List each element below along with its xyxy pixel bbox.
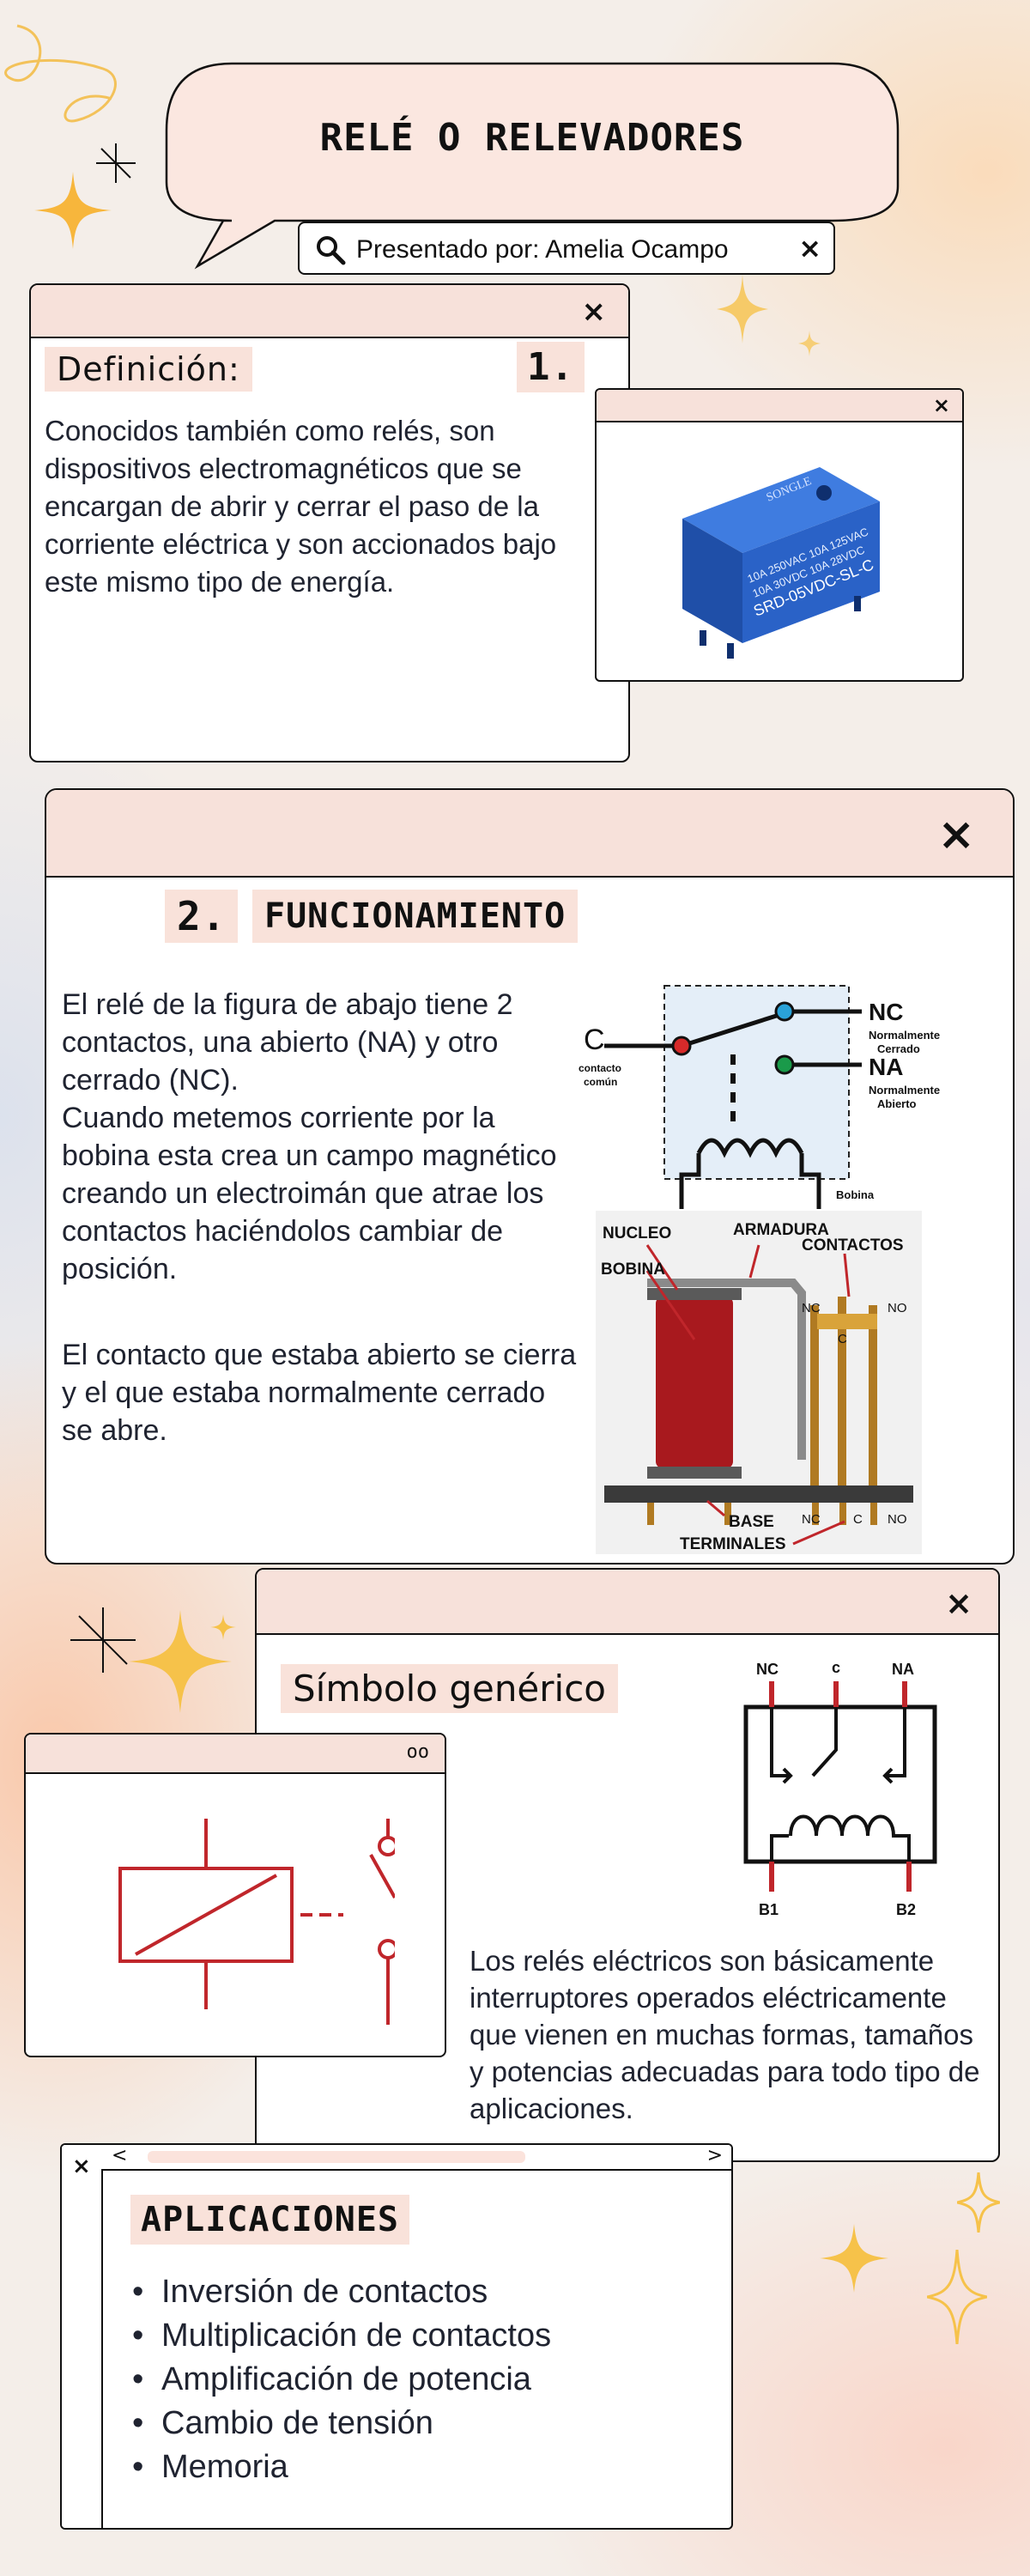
relay-anatomy-illustration: NUCLEO ARMADURA CONTACTOS BOBINA NC NO C… [596, 1211, 922, 1554]
sparkle-icon [957, 2172, 1000, 2233]
diagram-na-sub1: Normalmente [869, 1084, 940, 1097]
symbol-nc-label: NC [756, 1661, 779, 1678]
nav-address-field[interactable] [148, 2151, 525, 2163]
aplicaciones-sidebar [62, 2145, 103, 2528]
anatomy-no-bottom: NO [888, 1512, 907, 1527]
relay-symbol-mini-window: oo [24, 1733, 446, 2057]
symbol-b2-label: B2 [896, 1901, 916, 1918]
relay-electrical-symbol [118, 1819, 395, 2025]
funcionamiento-close-button[interactable]: × [937, 809, 975, 860]
symbol-na-label: NA [892, 1661, 914, 1678]
funcionamiento-window: × 2. FUNCIONAMIENTO El relé de la figura… [45, 788, 1015, 1564]
diagram-c-sub1: contacto [579, 1062, 621, 1074]
sparkle-icon [927, 2250, 987, 2344]
anatomy-no: NO [888, 1301, 907, 1315]
title-bubble [165, 62, 900, 270]
aplicaciones-heading: APLICACIONES [130, 2195, 409, 2245]
list-item: Multiplicación de contactos [130, 2314, 551, 2358]
relay-image-window: × SONGLE 10A 250VAC 10A 125VAC 10A 30VDC… [595, 388, 964, 682]
list-item: Cambio de tensión [130, 2402, 551, 2445]
star-icon [70, 1607, 136, 1673]
sparkle-icon [798, 331, 821, 356]
definition-close-button[interactable]: × [581, 295, 607, 329]
simbolo-heading: Símbolo genérico [281, 1664, 618, 1713]
diagram-nc-label: NC [869, 999, 903, 1025]
search-icon [317, 236, 346, 265]
search-clear-button[interactable]: × [798, 232, 821, 264]
nav-forward-button[interactable]: > [706, 2145, 723, 2166]
funcionamiento-paragraph-1: El relé de la figura de abajo tiene 2 co… [62, 988, 513, 1097]
diagram-na-label: NA [869, 1054, 903, 1080]
presenter-text: Presentado por: Amelia Ocampo [356, 235, 729, 264]
presenter-search-bar[interactable]: Presentado por: Amelia Ocampo × [298, 222, 835, 275]
anatomy-nc: NC [802, 1301, 821, 1315]
relay-photo: SONGLE 10A 250VAC 10A 125VAC 10A 30VDC 1… [682, 467, 880, 659]
definition-titlebar [31, 285, 628, 338]
diagram-bobina-small: Bobina [836, 1188, 875, 1201]
funcionamiento-paragraph-2: Cuando metemos corriente por la bobina e… [62, 1102, 557, 1285]
relay-image-titlebar [597, 390, 962, 422]
nav-back-button[interactable]: < [112, 2145, 128, 2166]
mini-window-titlebar [26, 1735, 445, 1774]
definition-heading: Definición: [45, 347, 252, 392]
sparkle-icon [820, 2224, 888, 2293]
anatomy-base: BASE [729, 1513, 774, 1531]
symbol-c-label: c [832, 1659, 840, 1676]
sparkle-icon [717, 275, 768, 343]
sparkle-icon [210, 1614, 236, 1640]
list-item: Memoria [130, 2445, 551, 2489]
list-item: Inversión de contactos [130, 2270, 551, 2314]
page-title: RELÉ O RELEVADORES [319, 116, 745, 160]
anatomy-armadura: ARMADURA [733, 1221, 829, 1239]
relay-generic-symbol-diagram: NC c NA B1 B2 [743, 1659, 937, 1918]
aplicaciones-list: Inversión de contactos Multiplicación de… [130, 2270, 551, 2489]
anatomy-nc-bottom: NC [802, 1512, 821, 1527]
decorative-swirl [4, 24, 117, 123]
definition-text: Conocidos también como relés, son dispos… [45, 415, 557, 598]
star-icon [96, 143, 136, 183]
funcionamiento-number: 2. [165, 890, 239, 943]
sparkle-icon [129, 1610, 232, 1713]
sparkle-icon [34, 172, 112, 249]
funcionamiento-titlebar [46, 790, 1013, 878]
anatomy-contactos: CONTACTOS [802, 1236, 904, 1255]
list-item: Amplificación de potencia [130, 2358, 551, 2402]
anatomy-bobina: BOBINA [601, 1261, 665, 1279]
funcionamiento-heading: FUNCIONAMIENTO [252, 890, 579, 943]
anatomy-nucleo: NUCLEO [603, 1224, 671, 1242]
anatomy-terminales: TERMINALES [680, 1535, 786, 1553]
diagram-nc-sub2: Cerrado [877, 1042, 920, 1055]
diagram-c-label: C [584, 1024, 605, 1056]
definition-window: × Definición: 1. Conocidos también como … [29, 283, 630, 762]
simbolo-titlebar [257, 1570, 998, 1635]
diagram-na-sub2: Abierto [877, 1097, 917, 1110]
relay-contacts-diagram: NC Normalmente Cerrado NA Normalmente Ab… [579, 985, 940, 1209]
aplicaciones-close-button[interactable]: × [72, 2154, 91, 2179]
anatomy-c: C [838, 1332, 847, 1346]
relay-image-close-button[interactable]: × [932, 393, 950, 417]
definition-number: 1. [517, 342, 585, 392]
diagram-c-sub2: común [584, 1076, 617, 1088]
diagram-nc-sub1: Normalmente [869, 1029, 940, 1042]
simbolo-text: Los relés eléctricos son básicamente int… [470, 1945, 980, 2124]
simbolo-close-button[interactable]: × [945, 1584, 972, 1622]
aplicaciones-window: × < > APLICACIONES Inversión de contacto… [60, 2143, 733, 2530]
anatomy-c-bottom: C [853, 1512, 863, 1527]
symbol-b1-label: B1 [759, 1901, 779, 1918]
funcionamiento-paragraph-3: El contacto que estaba abierto se cierra… [62, 1339, 577, 1447]
mini-window-buttons[interactable]: oo [406, 1741, 430, 1763]
